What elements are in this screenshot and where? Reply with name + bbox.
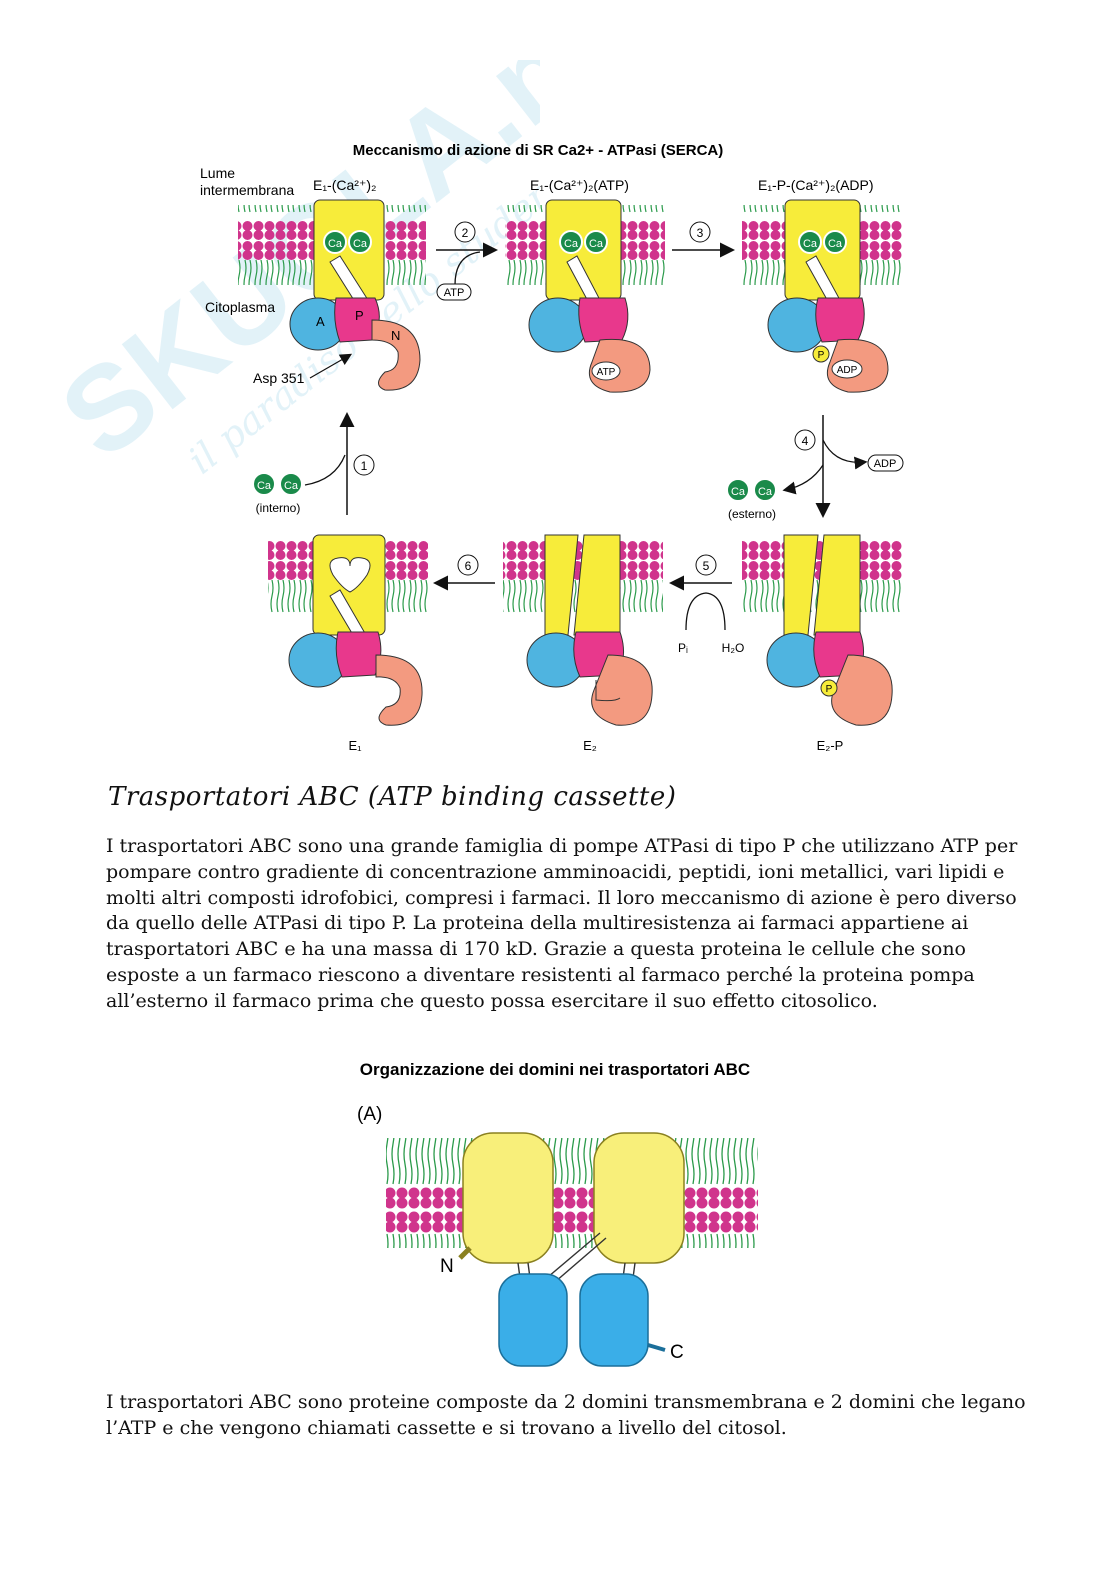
abc-membrane: [386, 1138, 758, 1248]
state-label-e2p: E₂-P: [817, 738, 844, 753]
svg-text:P: P: [818, 350, 825, 361]
protein-e2-p: P: [742, 534, 902, 726]
protein-e1: [268, 534, 428, 726]
state-label-e1-ca-atp: E₁-(Ca²⁺)₂(ATP): [530, 177, 629, 193]
abc-nbd-2: [579, 1273, 649, 1367]
abc-tm-domain-1: [462, 1132, 554, 1264]
paragraph-abc-intro: I trasportatori ABC sono una grande fami…: [106, 835, 1018, 1012]
svg-text:Ca: Ca: [731, 486, 746, 498]
svg-text:Ca: Ca: [328, 238, 343, 250]
step-6: 6: [465, 559, 472, 573]
svg-text:Ca: Ca: [353, 238, 368, 250]
svg-text:N: N: [391, 328, 400, 343]
svg-text:Ca: Ca: [758, 486, 773, 498]
protein-e2: [503, 534, 663, 726]
svg-text:Ca: Ca: [564, 238, 579, 250]
atp-input: ATP: [444, 287, 465, 299]
figure1-title: Meccanismo di azione di SR Ca2+ - ATPasi…: [353, 142, 724, 159]
state-label-e1-ca: E₁-(Ca²⁺)₂: [313, 177, 376, 193]
svg-text:P: P: [355, 308, 364, 323]
citoplasma-label: Citoplasma: [205, 299, 275, 315]
svg-text:Ca: Ca: [589, 238, 604, 250]
asp-label: Asp 351: [253, 370, 305, 386]
section-heading: Trasportatori ABC (ATP binding cassette): [108, 782, 677, 812]
svg-text:A: A: [316, 314, 325, 329]
step-1: 1: [361, 459, 368, 473]
step-3: 3: [697, 226, 704, 240]
abc-tm-domain-2: [593, 1132, 685, 1264]
adp-output: ADP: [874, 458, 897, 470]
svg-text:Ca: Ca: [284, 480, 299, 492]
step-5: 5: [703, 559, 710, 573]
state-label-e2: E₂: [583, 738, 597, 753]
state-label-e1: E₁: [348, 738, 362, 753]
protein-e1p-ca-adp: Ca Ca P ADP: [742, 199, 902, 393]
lume-label: Lume: [200, 165, 235, 181]
svg-text:P: P: [826, 684, 833, 695]
esterno-label: (esterno): [728, 507, 776, 521]
svg-text:ATP: ATP: [597, 367, 616, 378]
step-2: 2: [462, 226, 469, 240]
c-terminus-label: C: [670, 1342, 684, 1363]
lume-label-2: intermembrana: [200, 182, 294, 198]
abc-nbd-1: [498, 1273, 568, 1367]
svg-text:Ca: Ca: [257, 480, 272, 492]
svg-text:Ca: Ca: [803, 238, 818, 250]
serca-mechanism-figure: Meccanismo di azione di SR Ca2+ - ATPasi…: [200, 142, 904, 753]
panel-label: (A): [357, 1104, 382, 1125]
h2o-label: H₂O: [722, 641, 745, 655]
protein-e1-ca-atp: Ca Ca ATP: [505, 199, 665, 393]
paragraph-abc-structure: I trasportatori ABC sono proteine compos…: [106, 1391, 1026, 1439]
protein-e1-ca: Ca Ca A P N: [238, 199, 426, 391]
pi-label: Pᵢ: [678, 641, 688, 655]
interno-label: (interno): [256, 501, 301, 515]
figure2-title: Organizzazione dei domini nei trasportat…: [360, 1060, 750, 1079]
step-4: 4: [802, 434, 809, 448]
svg-text:Ca: Ca: [828, 238, 843, 250]
svg-text:ADP: ADP: [837, 365, 858, 376]
n-terminus-label: N: [440, 1256, 454, 1277]
state-label-e1p-ca-adp: E₁-P-(Ca²⁺)₂(ADP): [758, 177, 874, 193]
